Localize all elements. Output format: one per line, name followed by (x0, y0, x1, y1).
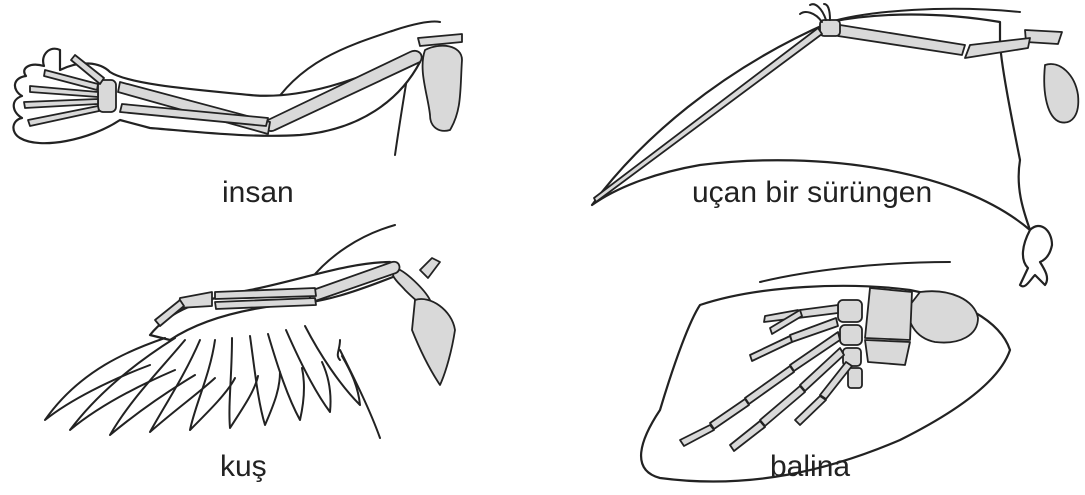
pterosaur-carpals (820, 20, 840, 36)
whale-body-outline (760, 262, 950, 282)
bird-feathers (45, 326, 380, 438)
bird-coracoid (412, 299, 455, 385)
human-carpals (98, 80, 116, 112)
label-bird: kuş (220, 452, 267, 482)
pterosaur-wing-illustration (592, 4, 1078, 286)
whale-radius (865, 288, 912, 340)
label-flying-reptile: uçan bir sürüngen (692, 178, 932, 208)
human-arm-illustration (13, 22, 462, 155)
label-whale: balina (770, 452, 850, 482)
bird-furcula (420, 258, 440, 278)
whale-ulna (865, 340, 910, 365)
whale-humerus (909, 291, 978, 342)
pterosaur-leg (1020, 226, 1052, 286)
pterosaur-claws (800, 4, 830, 22)
label-human: insan (222, 178, 294, 208)
bird-radius (215, 288, 316, 299)
whale-flipper-illustration (641, 262, 1010, 482)
pterosaur-shoulder-girdle (1044, 64, 1078, 122)
human-clavicle (418, 34, 462, 46)
pterosaur-coracoid (1025, 30, 1062, 44)
bird-wing-illustration (45, 225, 455, 438)
human-scapula (423, 46, 462, 131)
